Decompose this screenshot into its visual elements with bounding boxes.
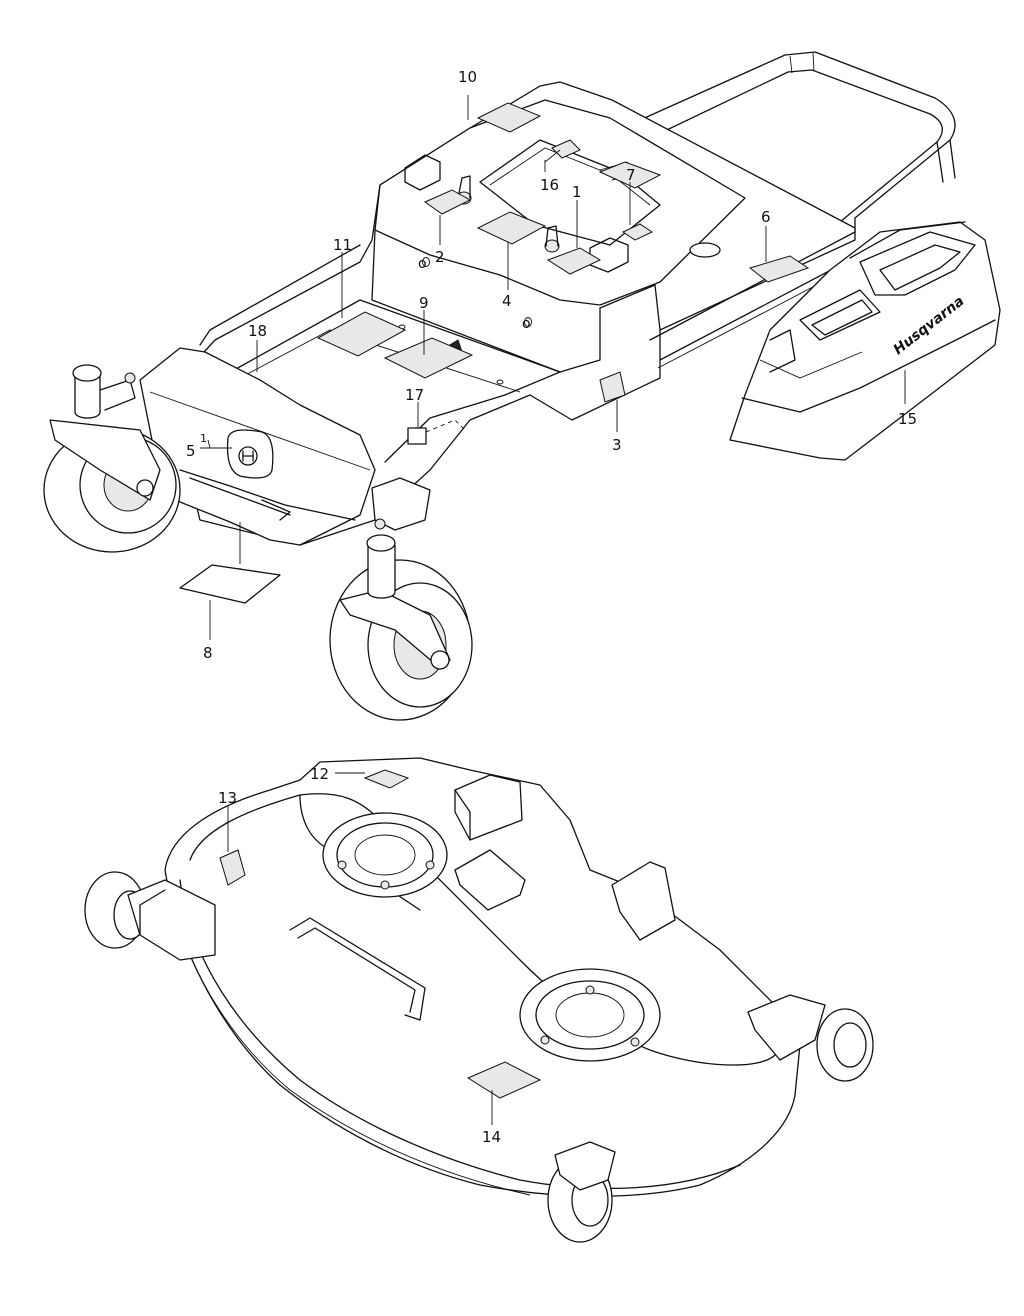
callout-10: 10 <box>458 68 477 86</box>
leader-lines-chassis <box>200 95 906 640</box>
decal-8 <box>179 564 281 604</box>
decals <box>316 102 810 445</box>
hole-marker: o <box>418 256 427 272</box>
front-bumper <box>139 347 376 546</box>
callout-4: 4 <box>502 292 512 310</box>
front-left-caster <box>43 364 181 553</box>
mower-chassis: Husqvarna <box>43 51 1001 721</box>
callout-labels: 10 16 7 1 2 4 11 6 18 9 15 17 3 1 5 8 12… <box>186 68 917 1146</box>
callout-5: 5 <box>186 442 196 460</box>
engine-hood: Husqvarna <box>729 221 1001 461</box>
callout-11: 11 <box>333 236 352 254</box>
callout-7: 7 <box>626 166 636 184</box>
front-right-caster <box>329 477 473 721</box>
callout-12: 12 <box>310 765 329 783</box>
callout-3: 3 <box>612 436 622 454</box>
callout-13: 13 <box>218 789 237 807</box>
callout-6: 6 <box>761 208 771 226</box>
callout-8: 8 <box>203 644 213 662</box>
callout-18: 18 <box>248 322 267 340</box>
callout-2: 2 <box>435 248 445 266</box>
hole-marker: o <box>522 316 531 332</box>
rear-handle <box>639 51 956 237</box>
callout-17: 17 <box>405 386 424 404</box>
callout-1b: 1 <box>200 432 207 445</box>
callout-15: 15 <box>898 410 917 428</box>
callout-16: 16 <box>540 176 559 194</box>
callout-14: 14 <box>482 1128 501 1146</box>
mower-deck <box>84 757 874 1243</box>
callout-9: 9 <box>419 294 429 312</box>
callout-1: 1 <box>572 183 582 201</box>
